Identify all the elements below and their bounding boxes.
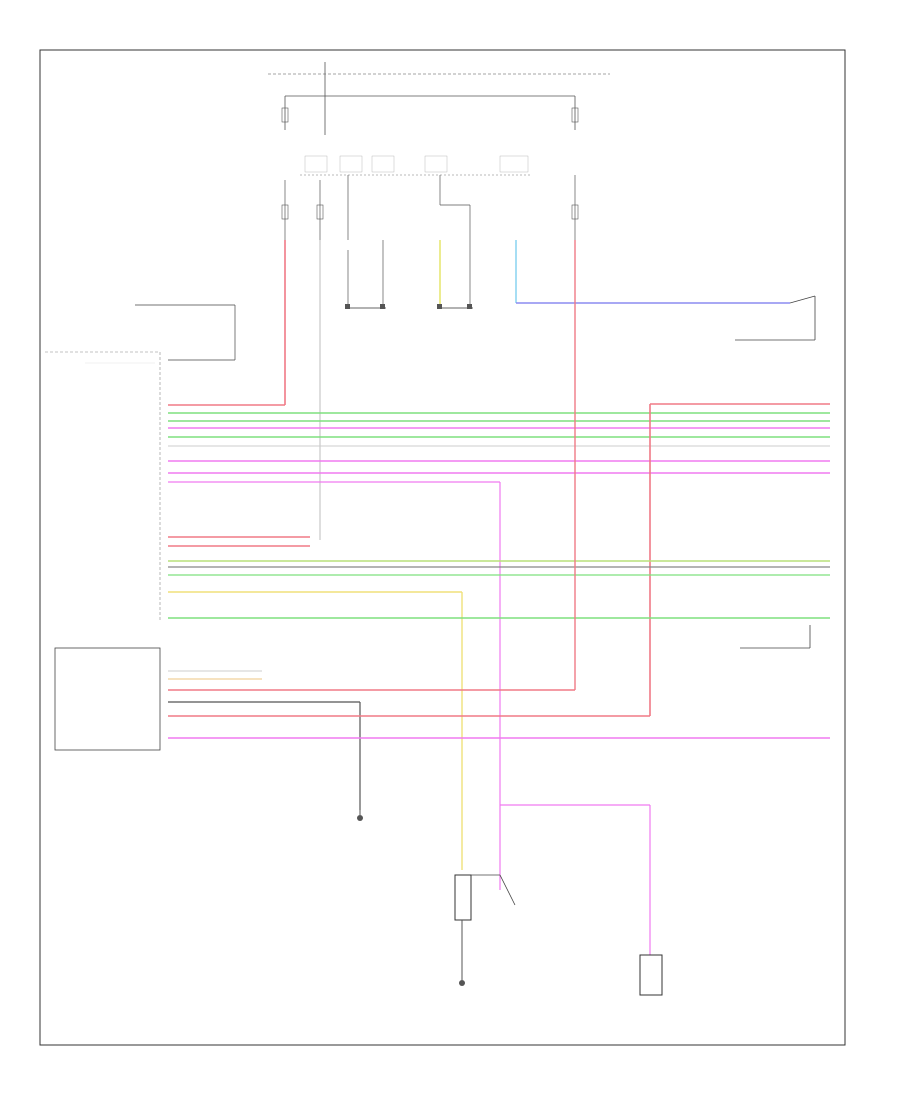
- fuse-icon: [281, 107, 289, 123]
- connector-group-left: [345, 250, 386, 309]
- wire-harness: [168, 240, 830, 890]
- fuse-icon: [316, 204, 324, 220]
- switch-mid-right: [740, 625, 811, 649]
- switch-top-right: [735, 295, 816, 341]
- relay-component: [454, 874, 516, 986]
- motor-component: [639, 954, 663, 996]
- magenta-feed: [500, 804, 651, 955]
- ground-point: [357, 810, 363, 821]
- diagram-frame: [39, 49, 846, 1046]
- left-module: [45, 304, 236, 620]
- fuse-box: [268, 62, 610, 250]
- fuse-icon: [281, 204, 289, 220]
- fuse-icon: [571, 204, 579, 220]
- bottom-module: [54, 647, 161, 751]
- fuse-icon: [571, 107, 579, 123]
- connector-group-mid: [437, 240, 473, 309]
